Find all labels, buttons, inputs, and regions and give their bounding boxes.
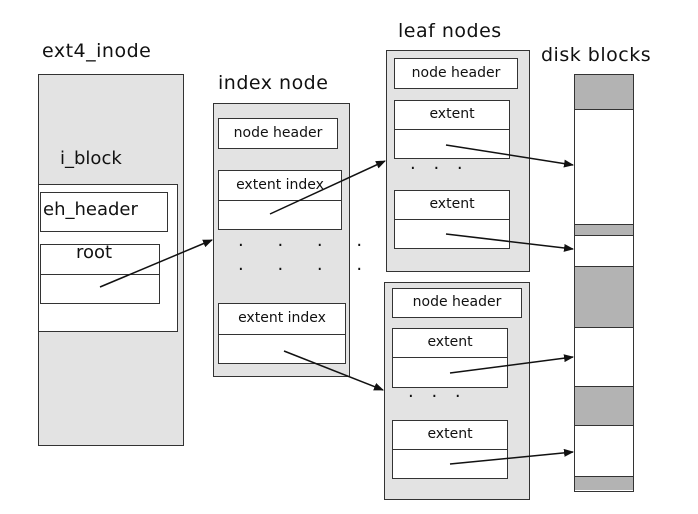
index-ellipsis-row1: . . . . xyxy=(238,230,377,251)
leaf-top-ellipsis: . . . xyxy=(410,153,469,174)
eh-header-box: eh_header xyxy=(40,192,168,232)
extent-index-2-top: extent index xyxy=(218,303,346,335)
leaf-nodes-title: leaf nodes xyxy=(398,20,502,42)
leaf-bottom-extent-2-top: extent xyxy=(392,420,508,450)
index-ellipsis-row2: . . . . xyxy=(238,254,377,275)
leaf-top-extent-2-label: extent xyxy=(429,196,475,212)
leaf-bottom-extent-1-label: extent xyxy=(427,334,473,350)
leaf-bottom-extent-2-bottom xyxy=(392,449,508,479)
extent-index-1-top: extent index xyxy=(218,170,342,201)
disk-blocks-column xyxy=(574,74,634,492)
disk-block-free xyxy=(575,425,633,477)
leaf-bottom-extent-1-top: extent xyxy=(392,328,508,358)
extent-index-1-bottom xyxy=(218,200,342,230)
index-node-title: index node xyxy=(218,72,329,94)
leaf-bottom-ellipsis: . . . xyxy=(408,381,467,402)
leaf-top-extent-1-label: extent xyxy=(429,106,475,122)
disk-block-free xyxy=(575,327,633,387)
disk-block-free xyxy=(575,235,633,267)
extent-index-1-label: extent index xyxy=(236,177,324,193)
disk-block-used xyxy=(575,267,633,327)
leaf-top-header: node header xyxy=(394,58,518,89)
disk-block-used xyxy=(575,477,633,490)
leaf-top-header-label: node header xyxy=(411,65,501,81)
leaf-top-extent-1-top: extent xyxy=(394,100,510,130)
leaf-bottom-extent-2-label: extent xyxy=(427,426,473,442)
leaf-top-extent-2-bottom xyxy=(394,219,510,249)
eh-header-label: eh_header xyxy=(43,199,138,220)
i-block-label: i_block xyxy=(60,148,122,169)
ext4-inode-title: ext4_inode xyxy=(42,40,152,62)
leaf-top-extent-2-top: extent xyxy=(394,190,510,220)
disk-block-used xyxy=(575,225,633,235)
disk-blocks-title: disk blocks xyxy=(541,44,652,66)
disk-block-free xyxy=(575,109,633,225)
disk-block-used xyxy=(575,387,633,425)
index-node-header: node header xyxy=(218,118,338,149)
leaf-bottom-header: node header xyxy=(392,288,522,318)
extent-index-2-bottom xyxy=(218,334,346,364)
root-entry-bottom xyxy=(40,274,160,304)
root-label: root xyxy=(76,242,113,263)
leaf-bottom-header-label: node header xyxy=(412,294,502,310)
extent-index-2-label: extent index xyxy=(238,310,326,326)
disk-block-used xyxy=(575,75,633,109)
index-node-header-label: node header xyxy=(233,125,323,141)
